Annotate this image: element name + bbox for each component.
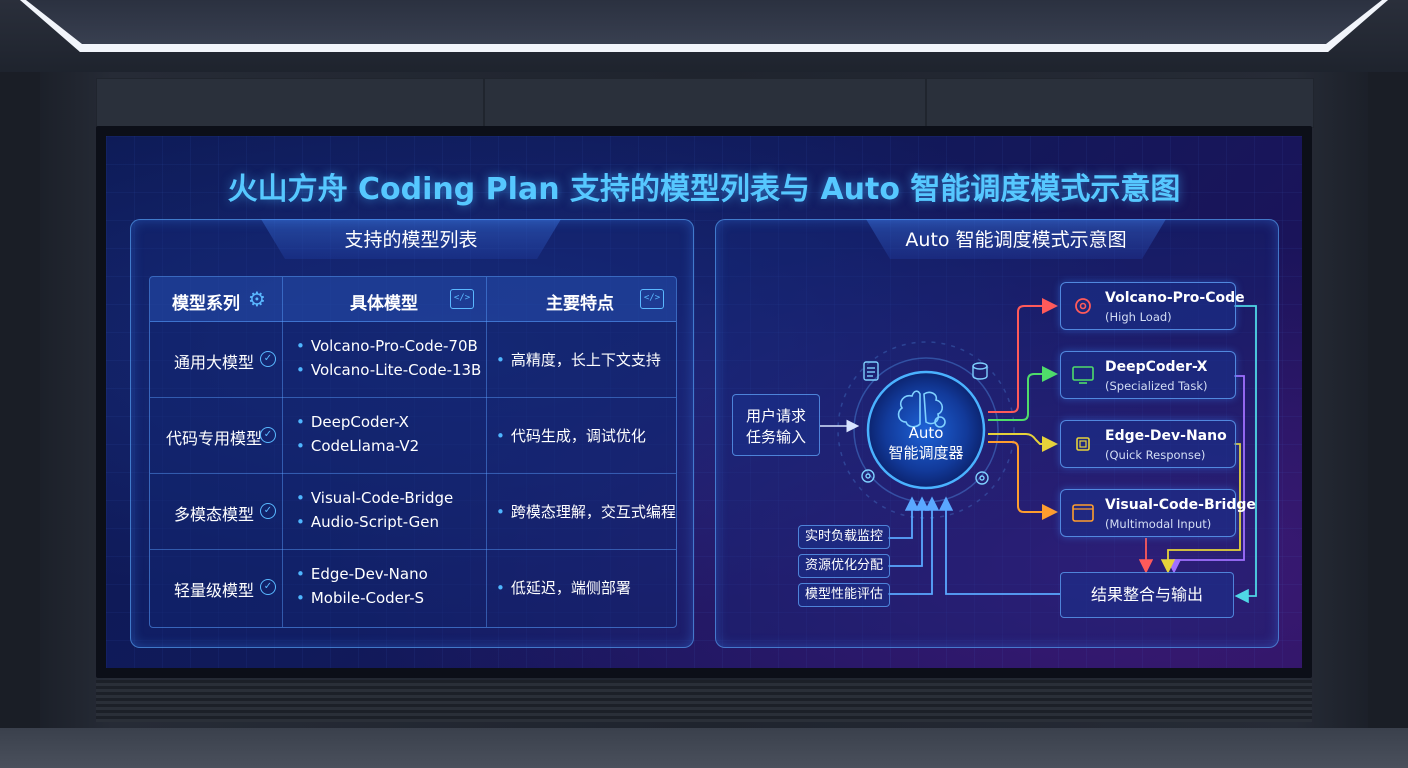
wall-column-left <box>0 72 40 732</box>
scheduler-diagram <box>820 298 1257 604</box>
floor <box>0 728 1408 768</box>
target-name: DeepCoder-X <box>1105 359 1208 375</box>
hub-label-scheduler: 智能调度器 <box>888 444 964 462</box>
brain-gear-icon <box>897 390 946 428</box>
model-list-panel-title: 支持的模型列表 <box>261 219 561 259</box>
hub-label-auto: Auto <box>908 424 944 442</box>
route-arrow-high-load <box>988 298 1058 413</box>
database-icon <box>972 362 988 380</box>
series-label: 轻量级模型 <box>174 581 255 600</box>
auto-scheduler-panel-title: Auto 智能调度模式示意图 <box>866 219 1166 259</box>
feature-text: 高精度，长上下文支持 <box>496 349 661 370</box>
check-circle-icon: ✓ <box>260 427 276 443</box>
feature-text: 跨模态理解，交互式编程 <box>496 501 676 522</box>
row-divider <box>150 549 676 550</box>
target-name: Visual-Code-Bridge <box>1105 497 1256 513</box>
route-arrow-quick <box>988 433 1058 452</box>
route-arrow-specialized <box>988 366 1058 421</box>
model-item: Audio-Script-Gen <box>296 513 439 531</box>
gear-small-icon <box>861 469 875 483</box>
gears-icon: ⚙ <box>248 287 266 311</box>
return-arrow <box>1234 305 1257 604</box>
target-name: Volcano-Pro-Code <box>1105 290 1245 306</box>
target-volcano-pro-code: Volcano-Pro-Code (High Load) <box>1060 282 1245 330</box>
user-request-box: 用户请求 任务输入 <box>732 394 820 456</box>
code-window-icon: </> <box>640 289 664 309</box>
model-item: Edge-Dev-Nano <box>296 565 428 583</box>
model-item: Mobile-Coder-S <box>296 589 424 607</box>
display-screen: 火山方舟 Coding Plan 支持的模型列表与 Auto 智能调度模式示意图… <box>106 136 1302 668</box>
result-output-box: 结果整合与输出 <box>1060 572 1234 618</box>
target-visual-code-bridge: Visual-Code-Bridge (Multimodal Input) <box>1060 489 1256 537</box>
route-arrow-multimodal <box>988 441 1058 520</box>
series-label: 代码专用模型 <box>166 429 263 448</box>
table-header-row <box>150 277 676 322</box>
user-request-label: 用户请求 <box>745 407 806 425</box>
header-features: 主要特点 <box>546 294 614 314</box>
row-divider <box>150 397 676 398</box>
feedback-arrow <box>938 496 1060 595</box>
vent-grille <box>96 680 1312 722</box>
hub-ring <box>837 341 1015 519</box>
check-circle-icon: ✓ <box>260 503 276 519</box>
target-subtitle: (High Load) <box>1105 310 1172 324</box>
gear-small-icon <box>975 471 989 485</box>
row-divider <box>150 473 676 474</box>
model-item: Volcano-Lite-Code-13B <box>296 361 482 379</box>
feature-text: 代码生成，调试优化 <box>496 425 646 446</box>
auto-scheduler-panel: Auto 智能调度模式示意图 <box>715 219 1279 648</box>
series-label: 多模态模型 <box>174 505 255 524</box>
code-window-icon: </> <box>450 289 474 309</box>
code-window-icon <box>1072 504 1094 522</box>
target-subtitle: (Quick Response) <box>1105 448 1206 462</box>
check-circle-icon: ✓ <box>260 351 276 367</box>
return-arrow <box>1166 375 1245 574</box>
return-arrow <box>1160 443 1241 574</box>
wall-panel <box>96 78 484 128</box>
check-circle-icon: ✓ <box>260 579 276 595</box>
model-item: Visual-Code-Bridge <box>296 489 453 507</box>
series-label: 通用大模型 <box>174 353 255 372</box>
target-name: Edge-Dev-Nano <box>1105 428 1227 444</box>
header-series: 模型系列 <box>172 294 240 314</box>
monitor-load: 实时负载监控 <box>798 525 890 549</box>
monitor-resource: 资源优化分配 <box>798 554 890 578</box>
model-list-panel: 支持的模型列表 模型系列 ⚙ 具体模型 </> 主要特点 </> 通用大模型 ✓… <box>130 219 694 648</box>
model-item: CodeLlama-V2 <box>296 437 419 455</box>
column-divider <box>282 277 283 627</box>
feedback-arrow <box>888 496 920 539</box>
target-subtitle: (Specialized Task) <box>1105 379 1208 393</box>
task-input-label: 任务输入 <box>745 428 806 446</box>
wall-panel <box>484 78 926 128</box>
monitor-performance: 模型性能评估 <box>798 583 890 607</box>
monitor-code-icon <box>1072 366 1094 384</box>
model-item: Volcano-Pro-Code-70B <box>296 337 478 355</box>
target-deepcoder-x: DeepCoder-X (Specialized Task) <box>1060 351 1236 399</box>
wall-column-right <box>1368 72 1408 732</box>
auto-scheduler-hub <box>866 370 986 490</box>
feature-text: 低延迟，端侧部署 <box>496 577 631 598</box>
target-subtitle: (Multimodal Input) <box>1105 517 1212 531</box>
model-item: DeepCoder-X <box>296 413 409 431</box>
main-title: 火山方舟 Coding Plan 支持的模型列表与 Auto 智能调度模式示意图 <box>227 172 1181 207</box>
wall-panel <box>926 78 1314 128</box>
column-divider <box>486 277 487 627</box>
header-models: 具体模型 <box>350 294 418 314</box>
feedback-arrow <box>888 496 940 595</box>
ceiling-recess <box>26 0 1382 44</box>
document-icon <box>863 361 879 381</box>
model-table: 模型系列 ⚙ 具体模型 </> 主要特点 </> 通用大模型 ✓ Volcano… <box>149 276 677 628</box>
target-edge-dev-nano: Edge-Dev-Nano (Quick Response) <box>1060 420 1236 468</box>
feedback-arrow <box>888 496 930 567</box>
gear-icon <box>1075 298 1091 314</box>
chip-icon <box>1076 437 1090 451</box>
